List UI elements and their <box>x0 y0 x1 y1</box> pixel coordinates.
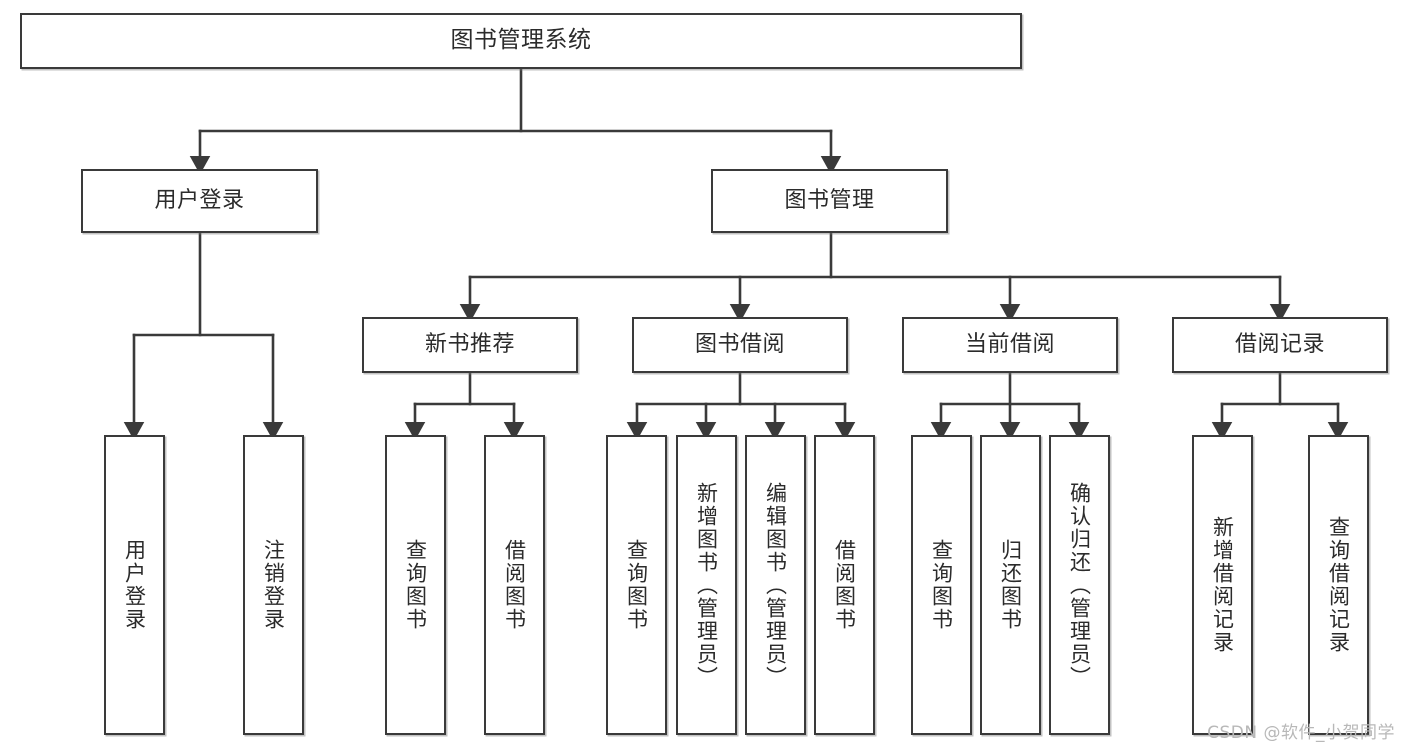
node-leaf-query-book-1-label: 查询图书 <box>403 539 428 631</box>
csdn-watermark: CSDN @软件_小贺同学 <box>1207 723 1395 743</box>
node-leaf-add-book-label: 新增图书（管理员） <box>694 481 719 689</box>
node-leaf-confirm-return-label: 确认归还（管理员） <box>1067 481 1092 689</box>
node-book-management[interactable]: 图书管理 <box>711 169 948 233</box>
node-user-login-label: 用户登录 <box>154 188 245 214</box>
node-leaf-query-borrow-record[interactable]: 查询借阅记录 <box>1308 435 1369 735</box>
node-current-borrow[interactable]: 当前借阅 <box>902 317 1118 373</box>
node-user-login[interactable]: 用户登录 <box>81 169 318 233</box>
node-leaf-borrow-book-2-label: 借阅图书 <box>832 539 857 631</box>
node-book-borrow-label: 图书借阅 <box>694 332 785 358</box>
node-root-label: 图书管理系统 <box>450 27 592 54</box>
node-borrow-record[interactable]: 借阅记录 <box>1172 317 1388 373</box>
node-book-management-label: 图书管理 <box>784 188 875 214</box>
node-leaf-borrow-book-1[interactable]: 借阅图书 <box>484 435 545 735</box>
node-leaf-borrow-book-2[interactable]: 借阅图书 <box>814 435 875 735</box>
node-leaf-add-borrow-record-label: 新增借阅记录 <box>1210 516 1235 654</box>
node-leaf-edit-book[interactable]: 编辑图书（管理员） <box>745 435 806 735</box>
node-new-book-recommend[interactable]: 新书推荐 <box>362 317 578 373</box>
node-leaf-logout-login-label: 注销登录 <box>261 539 286 631</box>
node-root[interactable]: 图书管理系统 <box>20 13 1022 69</box>
node-leaf-return-book-label: 归还图书 <box>998 539 1023 631</box>
node-leaf-return-book[interactable]: 归还图书 <box>980 435 1041 735</box>
node-leaf-query-book-2[interactable]: 查询图书 <box>606 435 667 735</box>
node-leaf-user-login-label: 用户登录 <box>122 539 147 631</box>
node-leaf-add-borrow-record[interactable]: 新增借阅记录 <box>1192 435 1253 735</box>
node-leaf-query-borrow-record-label: 查询借阅记录 <box>1326 516 1351 654</box>
node-leaf-borrow-book-1-label: 借阅图书 <box>502 539 527 631</box>
node-leaf-query-book-1[interactable]: 查询图书 <box>385 435 446 735</box>
node-leaf-query-book-3[interactable]: 查询图书 <box>911 435 972 735</box>
node-leaf-query-book-3-label: 查询图书 <box>929 539 954 631</box>
node-book-borrow[interactable]: 图书借阅 <box>632 317 848 373</box>
node-leaf-add-book[interactable]: 新增图书（管理员） <box>676 435 737 735</box>
node-leaf-confirm-return[interactable]: 确认归还（管理员） <box>1049 435 1110 735</box>
node-leaf-edit-book-label: 编辑图书（管理员） <box>763 481 788 689</box>
node-borrow-record-label: 借阅记录 <box>1234 332 1325 358</box>
node-leaf-user-login[interactable]: 用户登录 <box>104 435 165 735</box>
node-leaf-query-book-2-label: 查询图书 <box>624 539 649 631</box>
node-current-borrow-label: 当前借阅 <box>964 332 1055 358</box>
node-new-book-recommend-label: 新书推荐 <box>424 332 515 358</box>
node-leaf-logout-login[interactable]: 注销登录 <box>243 435 304 735</box>
